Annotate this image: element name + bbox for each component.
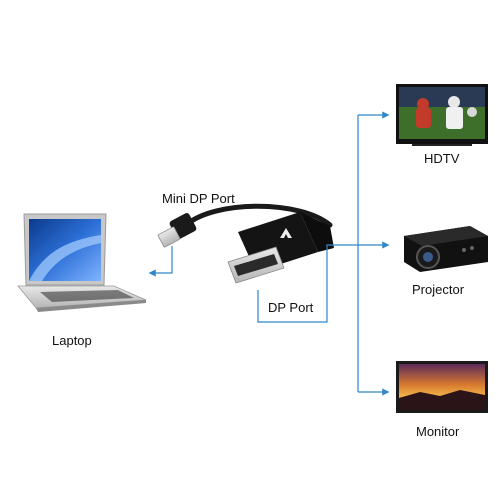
laptop-arrow-line: [148, 246, 173, 277]
monitor-label: Monitor: [416, 424, 460, 439]
dp-connector-icon: [227, 212, 334, 284]
projector-icon: [404, 226, 488, 272]
mini-dp-port-label: Mini DP Port: [162, 191, 235, 206]
hdtv-icon: [396, 84, 488, 146]
cable: [183, 203, 333, 228]
connection-lines: [148, 111, 390, 396]
projector-label: Projector: [412, 282, 465, 297]
dp-port-label: DP Port: [268, 300, 314, 315]
laptop-icon: [17, 213, 147, 312]
laptop-label: Laptop: [52, 333, 92, 348]
mini-dp-connector-icon: [157, 213, 197, 248]
hdtv-label: HDTV: [424, 151, 460, 166]
dp-port-line: [257, 244, 343, 323]
monitor-icon: [396, 361, 488, 413]
